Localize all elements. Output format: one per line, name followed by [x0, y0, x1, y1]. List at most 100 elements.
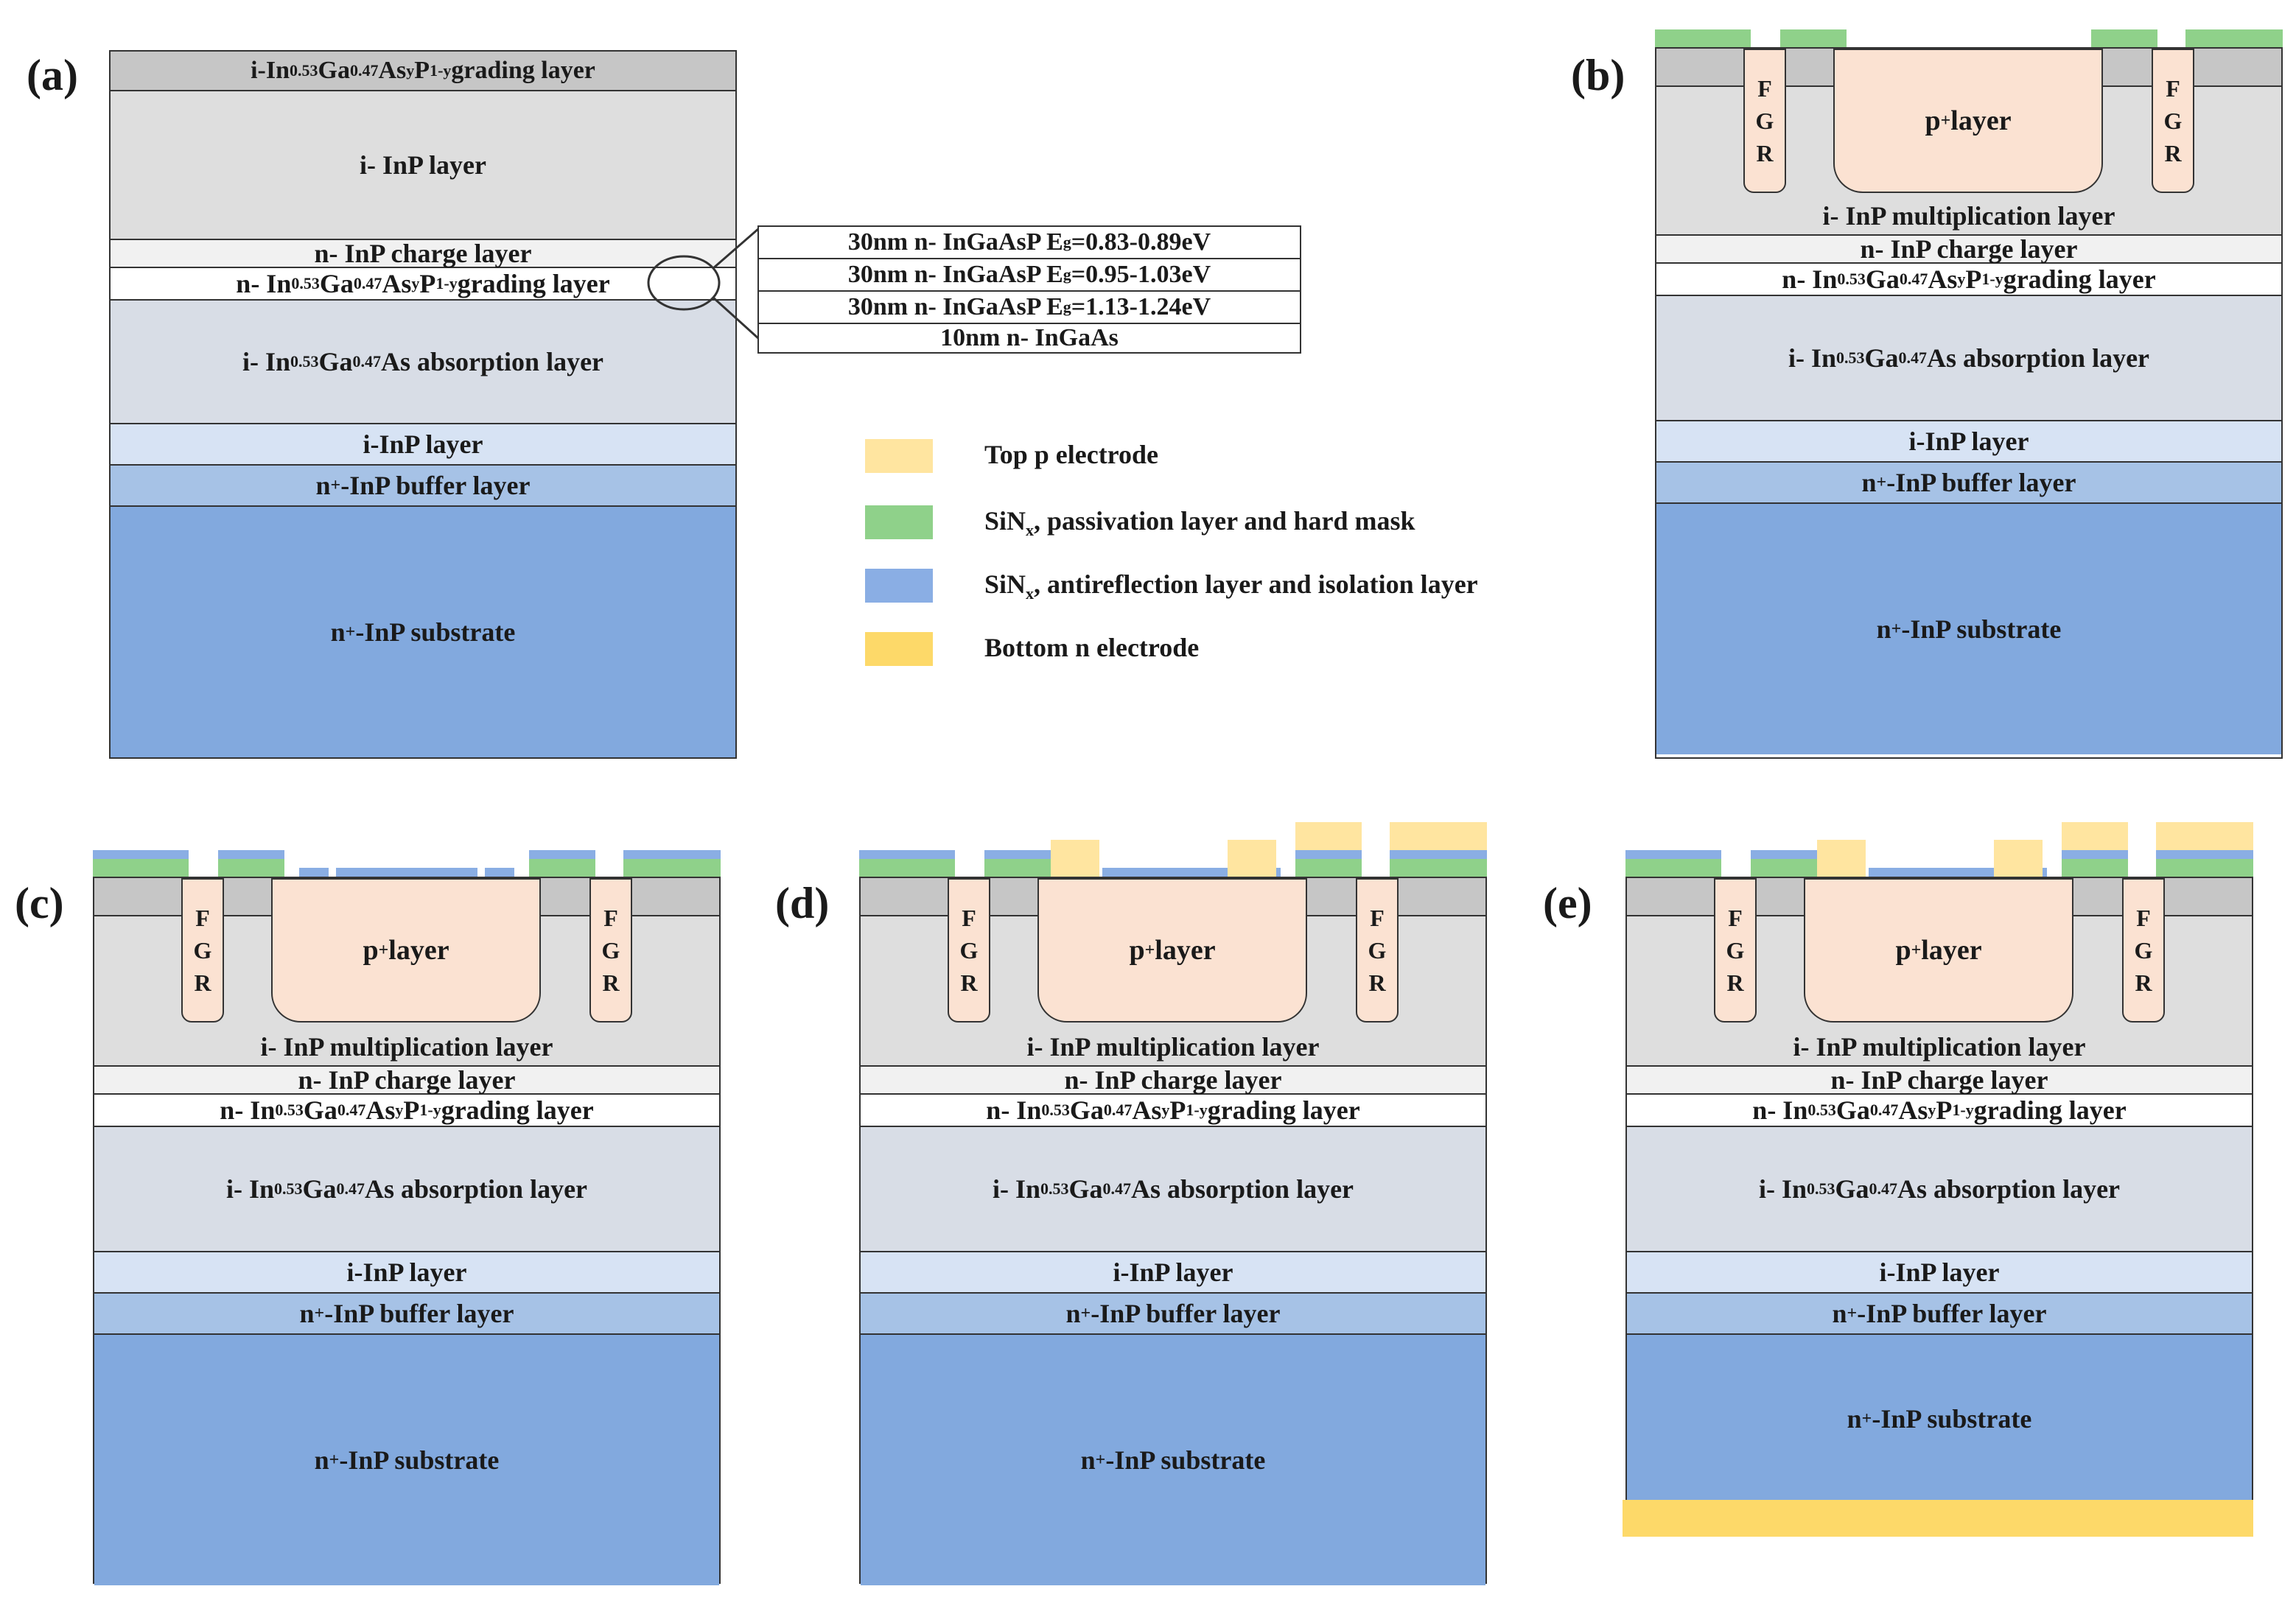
passivation-segment	[984, 859, 1051, 877]
text-span: 0.47	[336, 1179, 365, 1198]
text-span: p	[1925, 105, 1941, 136]
text-span: P	[1169, 1095, 1186, 1125]
text-span: n	[1080, 1445, 1096, 1475]
text-span: R	[1368, 969, 1386, 996]
text-span: R	[1756, 140, 1774, 166]
text-span: +	[1144, 940, 1155, 960]
panel-label-a: (a)	[27, 51, 78, 99]
top-electrode-pad	[2156, 822, 2253, 850]
text-span: 0.47	[337, 1101, 366, 1119]
passivation-segment	[1625, 859, 1721, 877]
passivation-segment	[859, 859, 955, 877]
antireflection-segment	[1295, 850, 1362, 859]
text-span: G	[1368, 937, 1387, 964]
passivation-segment	[529, 859, 595, 877]
text-span: -InP substrate	[1105, 1445, 1266, 1475]
top-electrode-contact	[1051, 840, 1099, 877]
i-inp-layer: i-InP layer	[111, 424, 735, 466]
i-inp-layer: i-InP layer	[1627, 1252, 2252, 1294]
text-span: -InP buffer layer	[1857, 1299, 2047, 1328]
text-span: n	[1847, 1404, 1862, 1434]
text-span: layer	[1921, 935, 1982, 966]
buffer-layer: n+ -InP buffer layer	[94, 1294, 719, 1335]
p-plus-well: p+ layer	[1037, 878, 1307, 1023]
charge-layer: n- InP charge layer	[1627, 1065, 2252, 1095]
text-span: +	[1911, 940, 1922, 960]
text-span: G	[2163, 108, 2183, 134]
text-span: i-InP layer	[346, 1258, 467, 1287]
buffer-layer: n+ -InP buffer layer	[111, 466, 735, 507]
text-span: y	[1928, 1101, 1936, 1119]
text-span: +	[1095, 1450, 1106, 1470]
text-span: G	[2134, 937, 2153, 964]
text-span: n- In	[1752, 1095, 1808, 1125]
text-span: 0.53	[1837, 270, 1866, 288]
text-span: p	[1129, 935, 1145, 966]
antireflection-window	[1869, 868, 2010, 877]
substrate-layer: n+ -InP substrate	[94, 1335, 719, 1585]
antireflection-segment	[93, 850, 189, 859]
text-span: n	[1876, 614, 1891, 644]
top-electrode-pad	[2062, 822, 2128, 850]
antireflection-window	[485, 868, 514, 877]
antireflection-segment	[218, 850, 284, 859]
passivation-segment	[218, 859, 284, 877]
text-span: i- InP multiplication layer	[1793, 1032, 2086, 1062]
text-span: 1-y	[1952, 1101, 1974, 1119]
text-span: n	[1832, 1299, 1847, 1328]
legend-text: SiNx, antireflection layer and isolation…	[984, 569, 1478, 603]
callout-line-top	[713, 227, 760, 270]
text-span: 0.53	[1836, 348, 1865, 367]
text-span: grading layer	[2003, 264, 2156, 294]
text-span: i- In	[992, 1174, 1040, 1204]
text-span: P	[403, 1095, 420, 1125]
text-span: +	[1891, 619, 1902, 639]
passivation-segment	[1655, 29, 1751, 47]
text-span: i-InP layer	[1908, 427, 2029, 456]
text-span: Ga	[1864, 343, 1899, 373]
antireflection-segment	[1390, 850, 1487, 859]
passivation-segment	[1295, 859, 1362, 877]
text-span: G	[193, 937, 212, 964]
top-electrode-pad	[1295, 822, 1362, 850]
text-span: i- InP multiplication layer	[1822, 201, 2115, 231]
text-span: 0.53	[274, 1179, 303, 1198]
text-span: i- InP multiplication layer	[1026, 1032, 1320, 1062]
text-span: +	[1847, 1303, 1858, 1323]
text-span: 0.53	[1807, 1101, 1836, 1119]
text-span: G	[601, 937, 620, 964]
text-span: -InP buffer layer	[1886, 468, 2076, 497]
legend-text: Bottom n electrode	[984, 633, 1200, 662]
text-span: +	[1940, 111, 1951, 130]
text-span: n- InP charge layer	[1830, 1065, 2048, 1095]
text-span: n	[314, 1445, 329, 1475]
text-span: +	[314, 1303, 325, 1323]
charge-layer: n- InP charge layer	[111, 239, 735, 268]
text-span: R	[1726, 969, 1744, 996]
text-span: As	[1928, 264, 1958, 294]
text-span: 0.53	[1807, 1179, 1835, 1198]
text-span: n- In	[220, 1095, 276, 1125]
legend-swatch-antireflection	[865, 569, 933, 603]
text-span: i- In	[1788, 343, 1836, 373]
text-span: n- InP charge layer	[298, 1065, 516, 1095]
i-inp-layer: i-InP layer	[94, 1252, 719, 1294]
text-span: y	[1161, 1101, 1170, 1119]
passivation-segment	[93, 859, 189, 877]
text-span: P	[1965, 264, 1982, 294]
antireflection-segment	[529, 850, 595, 859]
text-span: layer	[1950, 105, 2012, 136]
text-span: As absorption layer	[1897, 1174, 2121, 1204]
text-span: F	[1757, 75, 1772, 102]
antireflection-window	[336, 868, 477, 877]
